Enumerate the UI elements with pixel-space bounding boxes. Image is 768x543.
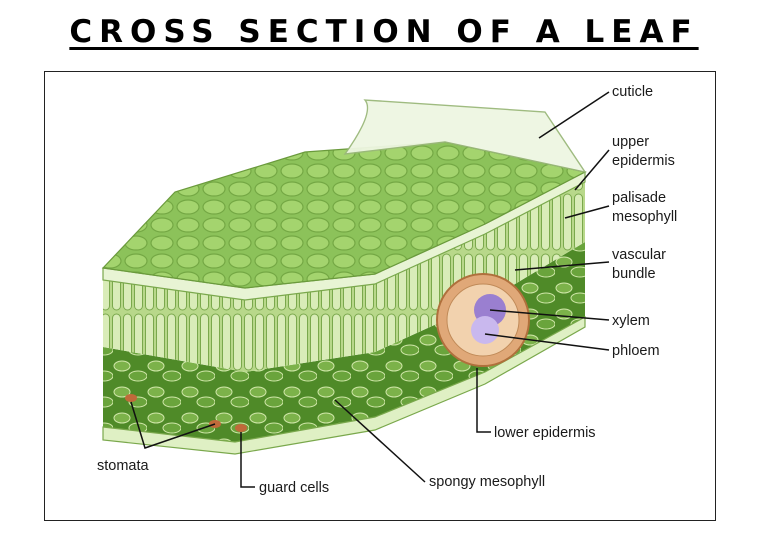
cuticle-layer (343, 99, 587, 174)
phloem-region (471, 316, 499, 344)
diagram-frame: cuticle upper epidermis palisade mesophy… (44, 71, 716, 521)
label-palisade-line2: mesophyll (612, 209, 677, 225)
leaf-diagram: cuticle upper epidermis palisade mesophy… (97, 84, 677, 496)
palisade-layer (103, 180, 585, 372)
label-lower-epidermis: lower epidermis (494, 425, 596, 441)
page-title: CROSS SECTION OF A LEAF (69, 14, 699, 50)
label-spongy-mesophyll: spongy mesophyll (429, 474, 545, 490)
label-vascular-line2: bundle (612, 266, 656, 282)
label-vascular-line1: vascular (612, 247, 666, 263)
guard-cell (235, 424, 247, 432)
label-upper-epidermis-line1: upper (612, 134, 649, 150)
vascular-bundle (436, 273, 530, 367)
lower-epidermis-layer (102, 315, 586, 455)
label-stomata: stomata (97, 458, 150, 474)
leader-lines (130, 91, 610, 488)
label-cuticle: cuticle (612, 84, 653, 100)
spongy-mesophyll-region (103, 242, 585, 442)
label-xylem: xylem (612, 313, 650, 329)
stoma-left (125, 394, 137, 402)
label-phloem: phloem (612, 343, 660, 359)
label-upper-epidermis-line2: epidermis (612, 153, 675, 169)
label-guard-cells: guard cells (259, 480, 329, 496)
label-palisade-line1: palisade (612, 190, 666, 206)
